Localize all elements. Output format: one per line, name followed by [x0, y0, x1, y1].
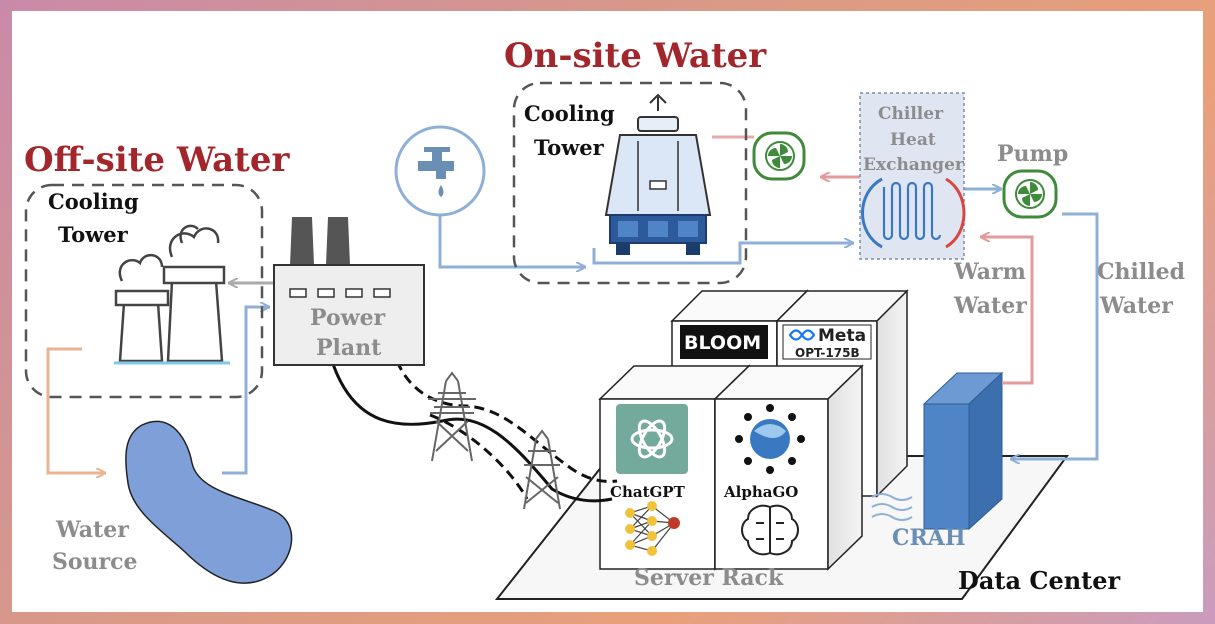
water-cycle-diagram: Data Center BLOOM Meta OPT-175B ChatGPT	[24, 36, 1185, 600]
brain-icon	[741, 504, 799, 556]
tower-to-exchanger-pipe	[592, 243, 852, 265]
warm-water-label-1: Warm	[953, 259, 1026, 285]
warm-water-pipe	[982, 237, 1034, 385]
water-source-lake	[125, 420, 293, 584]
onsite-cooling-label-1: Cooling	[524, 101, 615, 126]
chiller-label-3: Exchanger	[863, 155, 965, 175]
offsite-cooling-tower-icon	[114, 224, 226, 363]
chiller-label-1: Chiller	[878, 104, 944, 124]
source-to-plant-pipe	[222, 307, 268, 475]
offsite-cooling-label-2: Tower	[58, 222, 129, 247]
alphago-label: AlphaGO	[723, 483, 798, 501]
openai-logo-icon	[630, 419, 674, 459]
warm-water-label-2: Water	[953, 293, 1027, 319]
meta-logo-text: Meta	[818, 326, 866, 346]
chiller-heat-exchanger: Chiller Heat Exchanger	[859, 92, 966, 260]
chilled-water-label-1: Chilled	[1097, 259, 1185, 285]
onsite-cooling-tower-icon	[604, 93, 712, 255]
chiller-label-2: Heat	[890, 130, 936, 150]
faucet-supply-pipe	[438, 216, 584, 267]
diagram-canvas: Data Center BLOOM Meta OPT-175B ChatGPT	[12, 11, 1203, 612]
data-center-label: Data Center	[958, 566, 1121, 595]
faucet-icon	[394, 125, 486, 217]
power-plant-label-2: Plant	[316, 335, 382, 361]
offsite-water-title: Off-site Water	[24, 140, 290, 180]
neural-network-icon	[625, 501, 680, 556]
water-source-label-2: Source	[52, 549, 138, 575]
alphago-logo-icon	[735, 404, 805, 474]
water-source-label-1: Water	[55, 517, 129, 543]
server-rack-label: Server Rack	[634, 565, 784, 591]
chatgpt-label: ChatGPT	[610, 483, 686, 501]
power-plant: Power Plant	[273, 217, 425, 366]
offsite-cooling-label-1: Cooling	[48, 189, 139, 214]
airflow-icon	[871, 493, 913, 521]
offsite-cooling-tower-box	[24, 183, 264, 399]
fan-icon	[752, 131, 806, 181]
chilled-water-pipe	[1012, 212, 1099, 459]
offsite-supply-pipe	[46, 347, 104, 473]
crah-unit: CRAH	[871, 371, 1004, 551]
bloom-logo: BLOOM	[684, 332, 761, 354]
transmission-tower-icon	[428, 371, 476, 462]
power-plant-label-1: Power	[310, 305, 386, 331]
meta-infinity-icon	[788, 329, 816, 341]
server-rack-alphago: AlphaGO	[713, 364, 864, 571]
onsite-cooling-tower-box	[512, 81, 748, 285]
chilled-water-label-2: Water	[1099, 293, 1173, 319]
transmission-tower-icon	[523, 429, 561, 510]
crah-label: CRAH	[892, 525, 966, 551]
chatgpt-logo-bg	[616, 404, 688, 474]
pump-fan-icon	[1002, 169, 1058, 219]
onsite-cooling-label-2: Tower	[534, 135, 605, 160]
power-lines	[330, 360, 618, 503]
opt-model-text: OPT-175B	[795, 346, 860, 360]
onsite-water-title: On-site Water	[504, 36, 767, 76]
pump-label: Pump	[997, 141, 1068, 167]
